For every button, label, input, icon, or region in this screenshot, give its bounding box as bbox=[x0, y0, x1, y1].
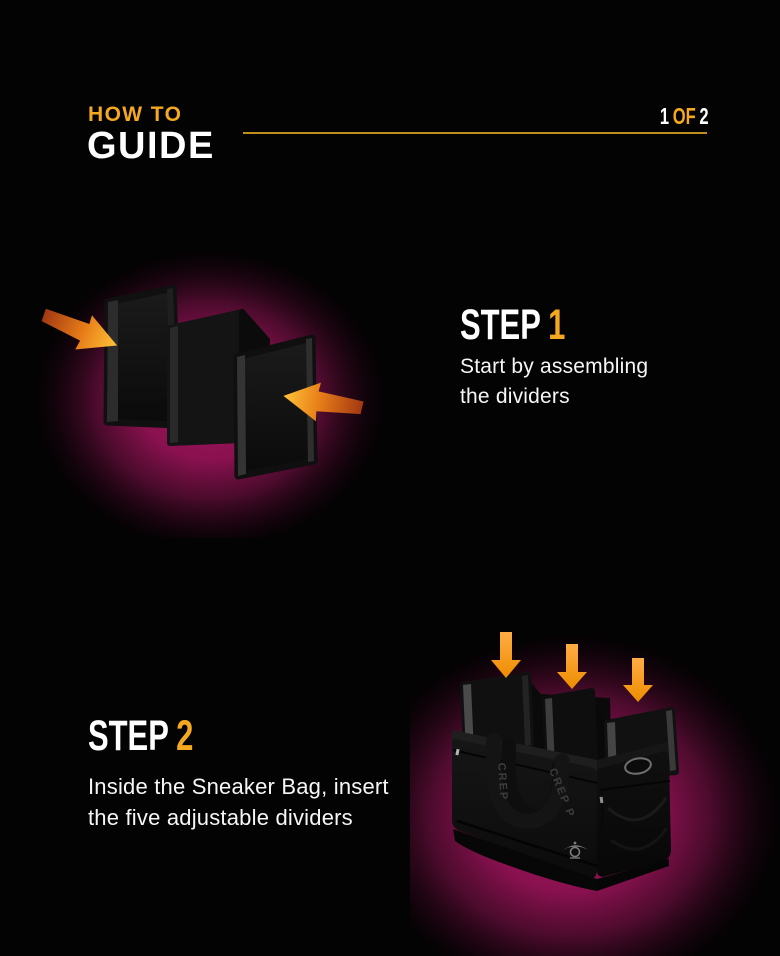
divider-panel-right bbox=[233, 334, 318, 480]
bag-straps: CREP CREP P bbox=[485, 732, 577, 829]
brand-logo-icon bbox=[562, 841, 588, 859]
step2-description-line1: Inside the Sneaker Bag, insert bbox=[88, 774, 389, 799]
step2-description: Inside the Sneaker Bag, insert the five … bbox=[88, 771, 389, 833]
bag-base-right bbox=[597, 859, 669, 891]
drop-arrow-icon-2 bbox=[557, 644, 587, 689]
step2-label: STEP bbox=[88, 712, 169, 760]
page-title: GUIDE bbox=[87, 125, 215, 167]
drop-arrows bbox=[491, 632, 653, 702]
step1-description: Start by assembling the dividers bbox=[460, 352, 648, 412]
step1-label: STEP bbox=[460, 301, 541, 349]
step1-description-line1: Start by assembling bbox=[460, 355, 649, 378]
header-divider-line bbox=[243, 132, 707, 134]
step1-description-line2: the dividers bbox=[460, 385, 570, 408]
insert-arrow-left-icon bbox=[41, 308, 118, 350]
drop-arrow-icon-1 bbox=[491, 632, 521, 678]
zipper-pull bbox=[599, 796, 604, 804]
inserted-divider-1 bbox=[460, 672, 534, 757]
zipper-pull bbox=[455, 748, 460, 756]
page-current: 1 bbox=[660, 103, 670, 129]
step2-description-line2: the five adjustable dividers bbox=[88, 805, 353, 830]
step2-number: 2 bbox=[176, 712, 194, 760]
page-total: 2 bbox=[699, 103, 709, 129]
dividers-illustration bbox=[30, 242, 395, 538]
strap-brand-text: CREP bbox=[495, 762, 510, 801]
drop-arrow-icon-3 bbox=[623, 658, 653, 702]
step1-number: 1 bbox=[548, 301, 566, 349]
header-eyebrow: HOW TO bbox=[88, 103, 183, 126]
sneaker-bag-illustration: CREP CREP P bbox=[410, 625, 780, 956]
insert-arrow-right-icon bbox=[283, 382, 364, 422]
side-handle-oval bbox=[624, 757, 652, 775]
sneaker-bag: CREP CREP P bbox=[452, 730, 671, 891]
page-of-label: OF bbox=[673, 103, 697, 129]
bag-base bbox=[453, 829, 597, 891]
